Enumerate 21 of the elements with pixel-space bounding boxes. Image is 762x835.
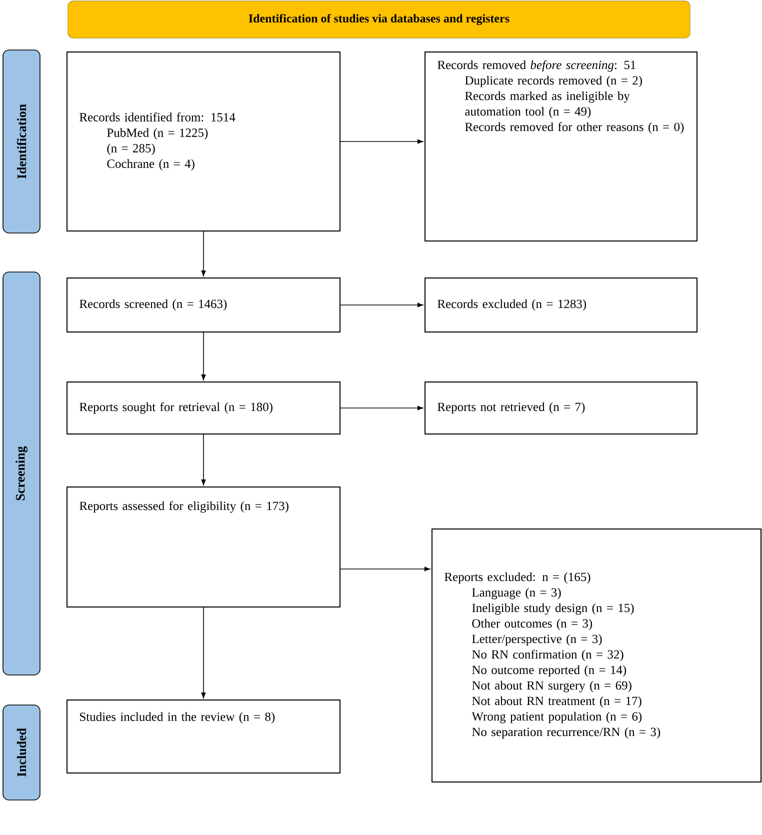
process-box: Reports not retrieved (n = 7) bbox=[424, 382, 698, 434]
process-box: Records screened (n = 1463) bbox=[66, 278, 340, 332]
arrow bbox=[201, 434, 206, 486]
arrow bbox=[201, 231, 206, 276]
process-box: Records removed before screening: 51 Duplicate records removed (n = 2) Records marked as ineligible by automation tool (n = 49) Records removed for other reasons (n = 0) bbox=[424, 52, 698, 242]
arrow bbox=[201, 607, 206, 698]
process-box: Records identified from: 1514 PubMed (n = 1225) (n = 285) Cochrane (n = 4) bbox=[66, 52, 340, 232]
arrow bbox=[340, 139, 424, 144]
section-header: Identification of studies via databases and registers bbox=[68, 0, 690, 38]
process-box: Reports assessed for eligibility (n = 173) bbox=[66, 486, 340, 608]
process-box: Records excluded (n = 1283) bbox=[424, 278, 698, 332]
process-box: Reports excluded: n = (165) Language (n = 3) Ineligible study design (n = 15) Other outcomes (n = 3) Letter/perspective (n = 3) No RN confirmation (n = 32) No outcome reported (n = 14) Not about RN surgery (n = 69) Not about RN treatment (n = 17) Wrong patient population (n = 6) No separation recurrence/RN (n = 3) bbox=[432, 528, 762, 782]
arrow bbox=[201, 332, 206, 380]
arrow bbox=[340, 566, 430, 572]
process-box: Reports sought for retrieval (n = 180) bbox=[66, 382, 340, 434]
arrow bbox=[340, 302, 424, 308]
process-box: Studies included in the review (n = 8) bbox=[66, 700, 340, 774]
phase-label: Screening bbox=[2, 272, 40, 676]
phase-label: Included bbox=[2, 704, 40, 800]
phase-label: Identification bbox=[2, 50, 40, 234]
arrow bbox=[340, 406, 424, 410]
